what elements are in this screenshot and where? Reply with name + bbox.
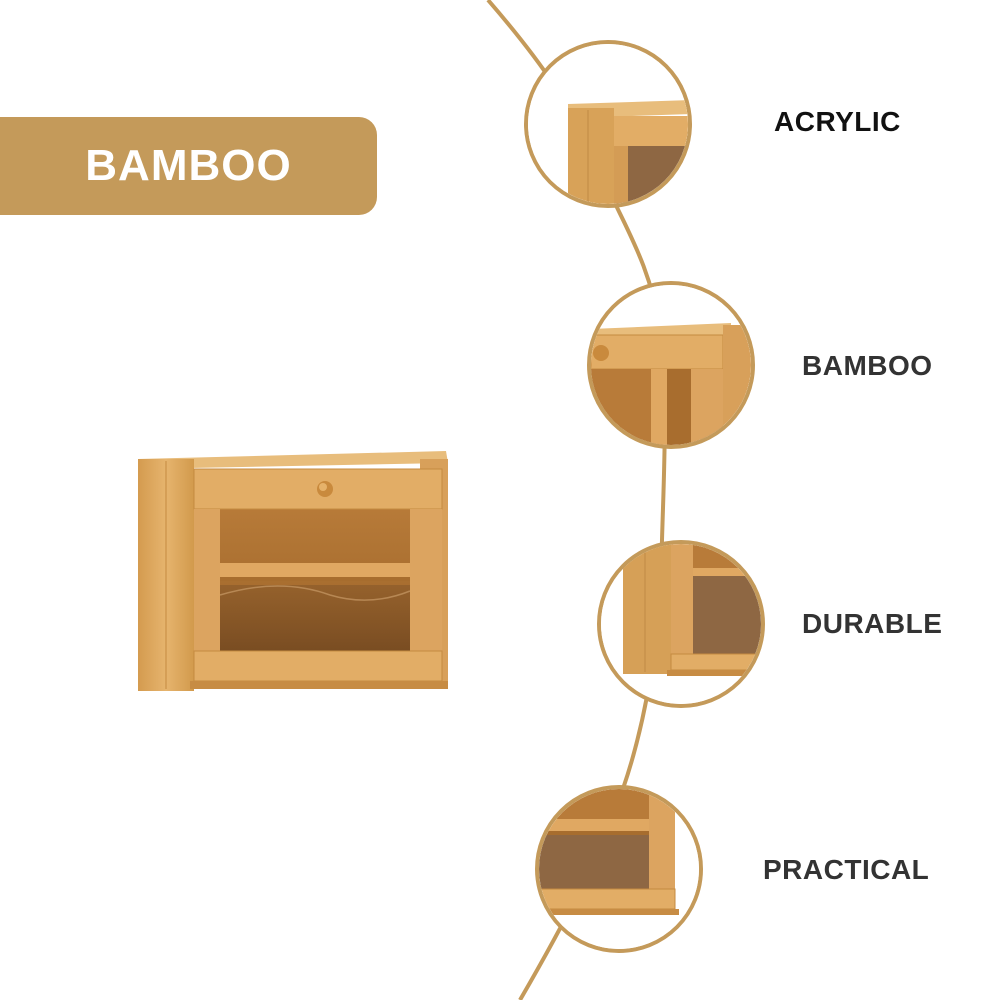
feature-label-acrylic: ACRYLIC xyxy=(774,106,901,137)
bread-box-image xyxy=(138,451,448,691)
zoom-bamboo xyxy=(587,281,755,449)
banner-label: BAMBOO xyxy=(85,141,292,190)
bamboo-banner: BAMBOO xyxy=(0,117,377,215)
zoom-durable xyxy=(597,540,765,708)
zoom-acrylic xyxy=(524,40,692,208)
feature-label-practical: PRACTICAL xyxy=(763,854,930,885)
zoom-practical xyxy=(535,785,703,953)
feature-label-bamboo: BAMBOO xyxy=(802,350,933,381)
feature-label-durable: DURABLE xyxy=(802,608,943,639)
